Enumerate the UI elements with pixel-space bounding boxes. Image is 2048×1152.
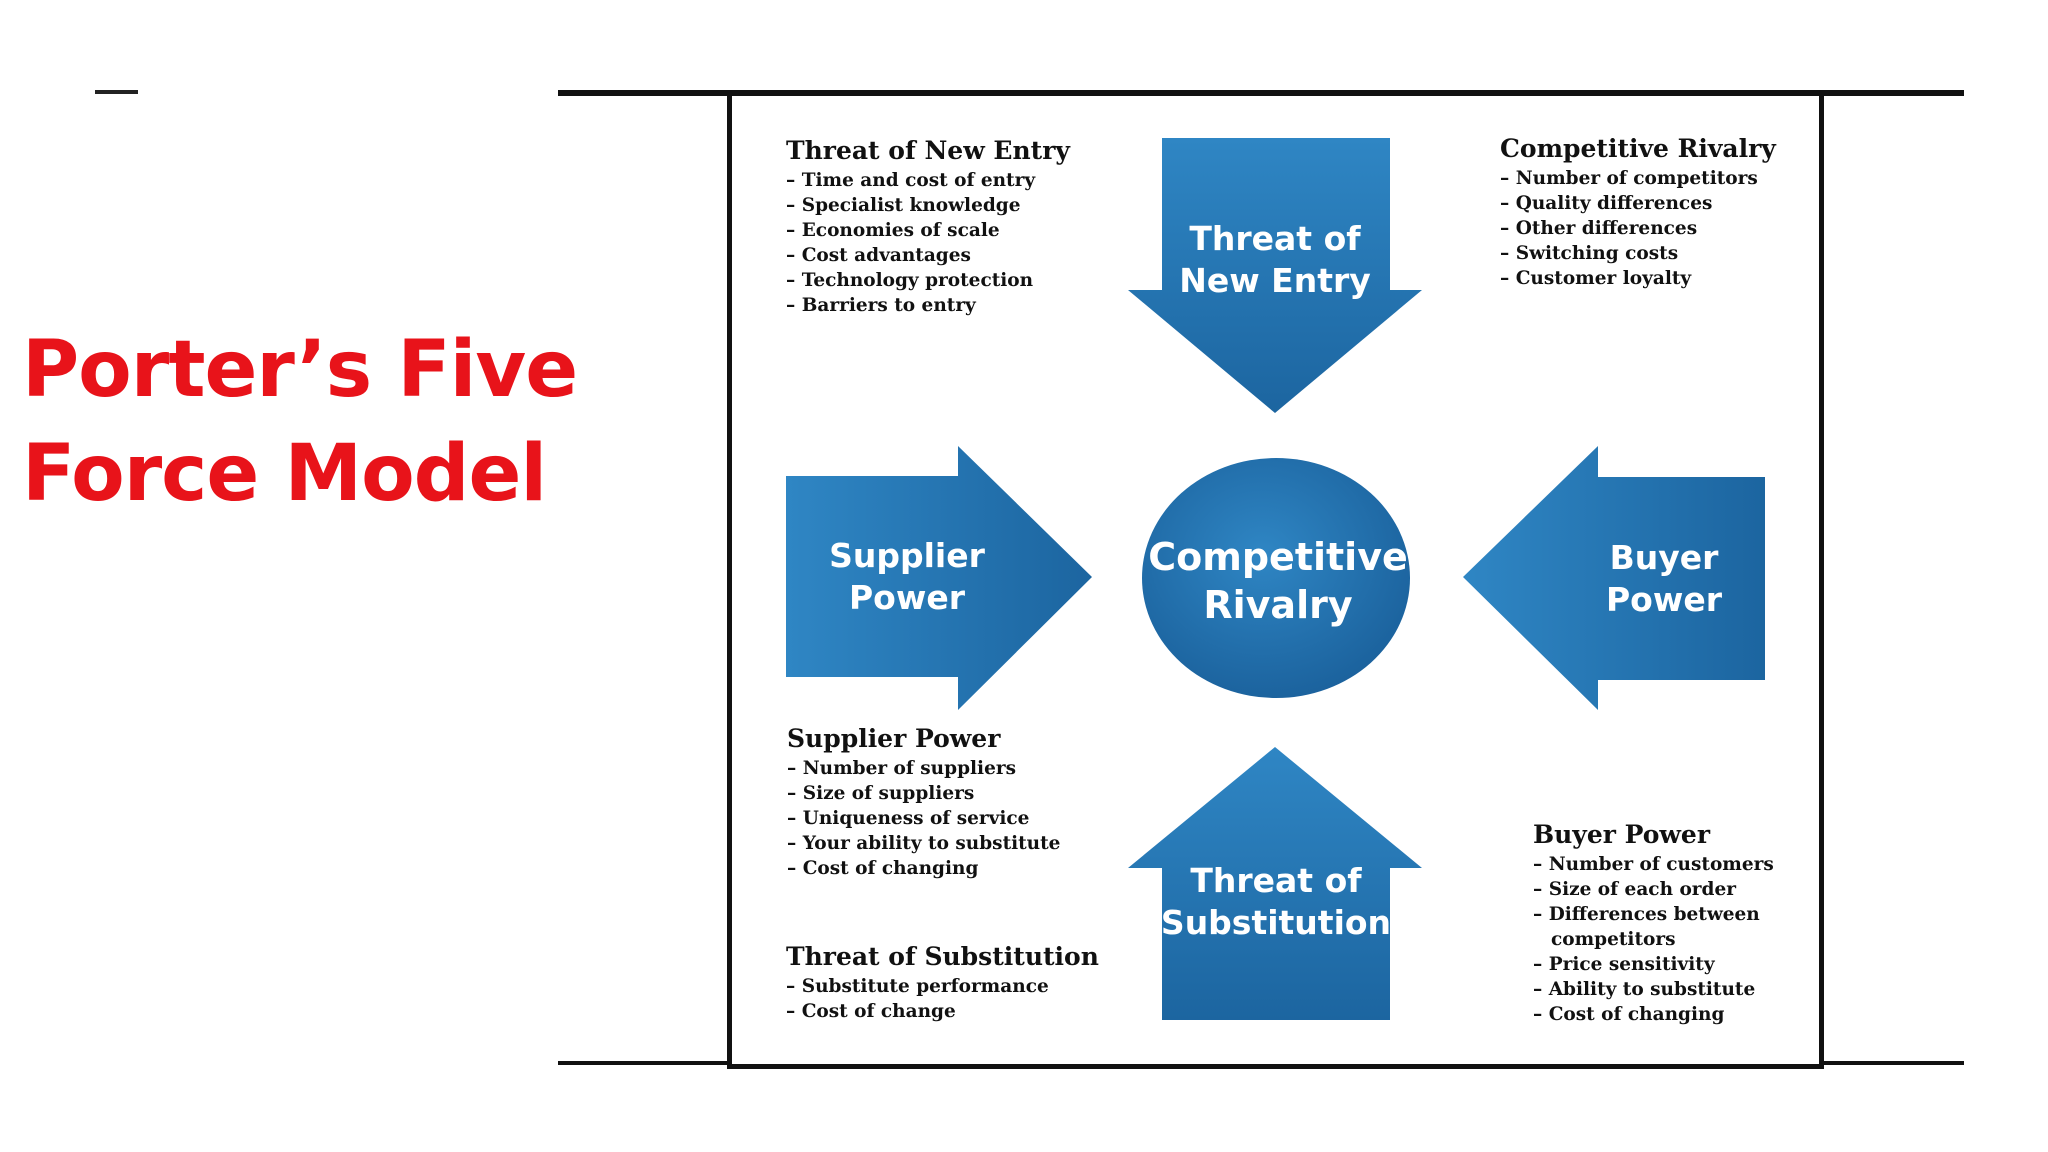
block-list: Number of suppliers Size of suppliers Un… (787, 756, 1107, 881)
block-heading: Supplier Power (787, 724, 1001, 753)
list-item: Cost of changing (1533, 1002, 1813, 1027)
arrow-buyer-power (1463, 446, 1765, 710)
center-label-1: Competitive (1148, 535, 1408, 579)
list-item: Differences between competitors (1533, 902, 1801, 952)
list-item: Cost of change (786, 999, 1116, 1024)
block-threat-of-new-entry: Threat of New Entry Time and cost of ent… (786, 134, 1126, 318)
slide-title-line-1: Porter’s Five (22, 325, 578, 415)
list-item: Ability to substitute (1533, 977, 1813, 1002)
block-supplier-power: Supplier Power Number of suppliers Size … (787, 722, 1107, 881)
block-list: Substitute performance Cost of change (786, 974, 1116, 1024)
arrow-bottom-label-2: Substitution (1161, 903, 1391, 942)
list-item: Quality differences (1500, 191, 1800, 216)
arrow-right-label-1: Buyer (1610, 538, 1720, 577)
center-circle-competitive-rivalry (1142, 458, 1410, 698)
block-heading: Buyer Power (1533, 820, 1711, 849)
arrow-threat-of-substitution (1128, 747, 1422, 1020)
slide-title-line-2: Force Model (22, 429, 547, 519)
list-item: Switching costs (1500, 241, 1800, 266)
block-heading: Competitive Rivalry (1500, 134, 1776, 163)
arrow-supplier-power (786, 446, 1092, 710)
list-item: Cost advantages (786, 243, 1126, 268)
list-item: Barriers to entry (786, 293, 1126, 318)
list-item: Number of suppliers (787, 756, 1107, 781)
arrow-top-label-2: New Entry (1179, 261, 1371, 300)
block-list: Number of customers Size of each order D… (1533, 852, 1813, 1027)
list-item: Price sensitivity (1533, 952, 1813, 977)
list-item: Your ability to substitute (787, 831, 1107, 856)
slide-dash-mark (95, 90, 138, 94)
block-competitive-rivalry: Competitive Rivalry Number of competitor… (1500, 132, 1800, 291)
list-item: Uniqueness of service (787, 806, 1107, 831)
list-item: Specialist knowledge (786, 193, 1126, 218)
arrow-right-label-2: Power (1606, 580, 1723, 619)
block-list: Number of competitors Quality difference… (1500, 166, 1800, 291)
block-heading: Threat of New Entry (786, 136, 1070, 165)
block-list: Time and cost of entry Specialist knowle… (786, 168, 1126, 318)
center-label-2: Rivalry (1203, 583, 1352, 627)
slide-title: Porter’s Five Force Model (22, 318, 582, 526)
arrow-left-label-1: Supplier (829, 536, 986, 575)
list-item: Size of each order (1533, 877, 1813, 902)
list-item: Technology protection (786, 268, 1126, 293)
list-item: Substitute performance (786, 974, 1116, 999)
list-item: Economies of scale (786, 218, 1126, 243)
list-item: Other differences (1500, 216, 1800, 241)
list-item: Time and cost of entry (786, 168, 1126, 193)
list-item: Number of customers (1533, 852, 1813, 877)
list-item: Size of suppliers (787, 781, 1107, 806)
list-item: Cost of changing (787, 856, 1107, 881)
block-heading: Threat of Substitution (786, 942, 1099, 971)
arrow-bottom-label-1: Threat of (1190, 861, 1362, 900)
block-buyer-power: Buyer Power Number of customers Size of … (1533, 818, 1813, 1027)
arrow-left-label-2: Power (849, 578, 966, 617)
list-item: Customer loyalty (1500, 266, 1800, 291)
list-item: Number of competitors (1500, 166, 1800, 191)
arrow-threat-of-new-entry (1128, 138, 1422, 413)
arrow-top-label-1: Threat of (1189, 219, 1361, 258)
block-threat-of-substitution: Threat of Substitution Substitute perfor… (786, 940, 1116, 1024)
